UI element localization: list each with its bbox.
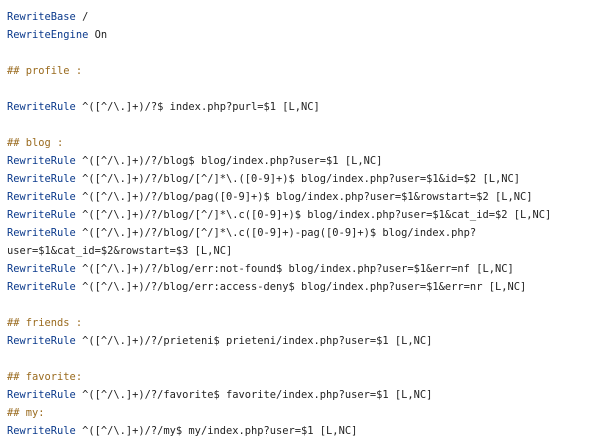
comment-text: ## blog : [7, 137, 64, 149]
comment-text: ## profile : [7, 65, 83, 77]
directive-keyword: RewriteRule [7, 101, 76, 113]
directive-keyword: RewriteRule [7, 173, 76, 185]
directive-arguments: ^([^/\.]+)/?/my$ my/index.php?user=$1 [L… [75, 425, 358, 437]
code-line: RewriteRule ^([^/\.]+)/?/blog/err:not-fo… [7, 260, 600, 278]
code-line: user=$1&cat_id=$2&rowstart=$3 [L,NC] [7, 242, 600, 260]
directive-keyword: RewriteRule [7, 389, 76, 401]
directive-arguments: ^([^/\.]+)/?$ index.php?purl=$1 [L,NC] [75, 101, 320, 113]
blank-line [7, 44, 600, 62]
directive-keyword: RewriteBase [7, 11, 76, 23]
directive-keyword: RewriteRule [7, 155, 76, 167]
directive-arguments: ^([^/\.]+)/?/blog/err:access-deny$ blog/… [75, 281, 527, 293]
directive-arguments: ^([^/\.]+)/?/blog$ blog/index.php?user=$… [75, 155, 383, 167]
directive-arguments: user=$1&cat_id=$2&rowstart=$3 [L,NC] [7, 245, 233, 257]
directive-arguments: ^([^/\.]+)/?/prieteni$ prieteni/index.ph… [75, 335, 433, 347]
comment-line: ## blog : [7, 134, 600, 152]
code-line: RewriteRule ^([^/\.]+)/?/blog/[^/]*\.([0… [7, 170, 600, 188]
directive-keyword: RewriteRule [7, 191, 76, 203]
directive-arguments: ^([^/\.]+)/?/blog/pag([0-9]+)$ blog/inde… [75, 191, 533, 203]
code-line: RewriteRule ^([^/\.]+)/?/blog/pag([0-9]+… [7, 188, 600, 206]
directive-keyword: RewriteRule [7, 425, 76, 437]
code-line: RewriteRule ^([^/\.]+)/?/favorite$ favor… [7, 386, 600, 404]
comment-line: ## my: [7, 404, 600, 422]
directive-arguments: ^([^/\.]+)/?/favorite$ favorite/index.ph… [75, 389, 433, 401]
code-line: RewriteEngine On [7, 26, 600, 44]
directive-arguments: ^([^/\.]+)/?/blog/[^/]*\.c([0-9]+)-pag([… [75, 227, 477, 239]
directive-arguments: ^([^/\.]+)/?/blog/err:not-found$ blog/in… [75, 263, 514, 275]
code-line: RewriteRule ^([^/\.]+)/?/blog/[^/]*\.c([… [7, 206, 600, 224]
directive-arguments: On [88, 29, 108, 41]
directive-keyword: RewriteRule [7, 263, 76, 275]
directive-keyword: RewriteRule [7, 281, 76, 293]
blank-line [7, 80, 600, 98]
comment-line: ## profile : [7, 62, 600, 80]
comment-line: ## friends : [7, 314, 600, 332]
blank-line [7, 296, 600, 314]
comment-text: ## my: [7, 407, 45, 419]
code-line: RewriteRule ^([^/\.]+)/?$ index.php?purl… [7, 98, 600, 116]
blank-line [7, 116, 600, 134]
directive-keyword: RewriteRule [7, 209, 76, 221]
directive-keyword: RewriteRule [7, 227, 76, 239]
directive-keyword: RewriteRule [7, 335, 76, 347]
directive-arguments: / [75, 11, 89, 23]
directive-arguments: ^([^/\.]+)/?/blog/[^/]*\.([0-9]+)$ blog/… [75, 173, 520, 185]
code-line: RewriteRule ^([^/\.]+)/?/my$ my/index.ph… [7, 422, 600, 440]
comment-line: ## favorite: [7, 368, 600, 386]
comment-text: ## favorite: [7, 371, 83, 383]
blank-line [7, 350, 600, 368]
code-line: RewriteRule ^([^/\.]+)/?/blog$ blog/inde… [7, 152, 600, 170]
directive-arguments: ^([^/\.]+)/?/blog/[^/]*\.c([0-9]+)$ blog… [75, 209, 552, 221]
code-line: RewriteBase / [7, 8, 600, 26]
directive-keyword: RewriteEngine [7, 29, 89, 41]
code-line: RewriteRule ^([^/\.]+)/?/blog/err:access… [7, 278, 600, 296]
code-line: RewriteRule ^([^/\.]+)/?/prieteni$ priet… [7, 332, 600, 350]
code-line: RewriteRule ^([^/\.]+)/?/blog/[^/]*\.c([… [7, 224, 600, 242]
comment-text: ## friends : [7, 317, 83, 329]
